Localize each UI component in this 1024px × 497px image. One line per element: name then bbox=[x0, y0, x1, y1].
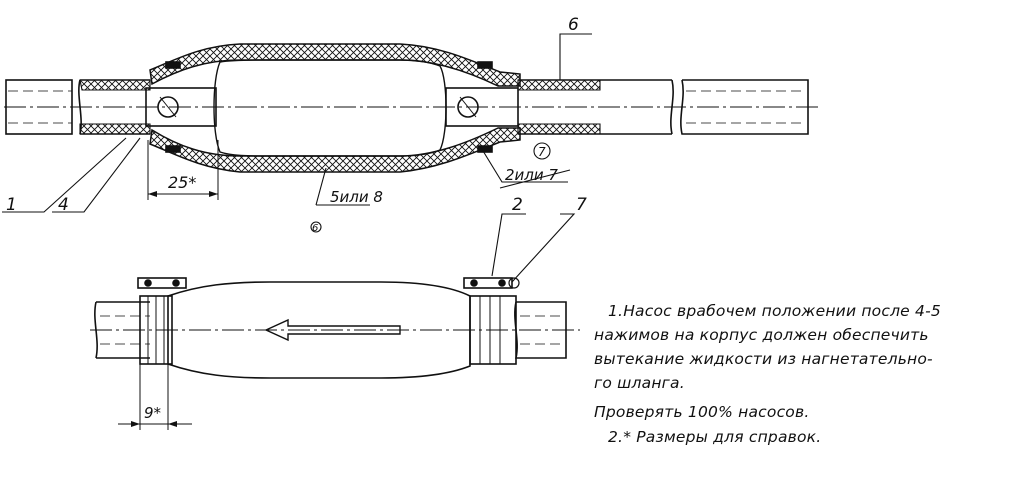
callout-5-or-8: 5или 8 bbox=[330, 188, 383, 206]
clamp-left-top bbox=[165, 61, 181, 69]
callout-4: 4 bbox=[58, 195, 69, 215]
callout-2-or-7: 2или 7 bbox=[505, 166, 558, 184]
external-view bbox=[90, 213, 580, 430]
circle-7 bbox=[533, 142, 551, 160]
leader-4 bbox=[52, 137, 141, 213]
clamp-right-bottom bbox=[477, 145, 493, 153]
note-line-2: нажимов на корпус должен обеспечить bbox=[594, 326, 929, 344]
leader-1 bbox=[2, 137, 127, 213]
callout-7: 7 bbox=[576, 195, 587, 215]
callout-7-circle: 7 bbox=[538, 145, 546, 159]
leader-7 bbox=[511, 213, 576, 283]
note-line-3: вытекание жидкости из нагнетательно- bbox=[594, 350, 933, 368]
callout-6: 6 bbox=[568, 15, 579, 35]
leader-2 bbox=[491, 213, 526, 277]
note-line-4: го шланга. bbox=[594, 374, 685, 392]
bulb-lower-wall bbox=[149, 127, 521, 173]
callout-1: 1 bbox=[6, 195, 17, 215]
callout-6-circle: 6 bbox=[312, 223, 318, 234]
leader-6 bbox=[559, 33, 592, 80]
leader-5-8 bbox=[315, 167, 370, 206]
dimension-25: 25* bbox=[168, 173, 196, 192]
note-line-5: Проверять 100% насосов. bbox=[594, 403, 810, 421]
callout-2: 2 bbox=[512, 195, 523, 215]
section-view bbox=[2, 33, 820, 233]
right-clamp-screw bbox=[463, 277, 513, 289]
bulb-outline bbox=[167, 281, 471, 379]
note-line-1: 1.Насос врабочем положении после 4-5 bbox=[608, 302, 941, 320]
right-hose-stub bbox=[680, 79, 809, 135]
circle-6 bbox=[310, 221, 322, 233]
right-tube bbox=[514, 301, 567, 359]
bulb-cavity bbox=[213, 59, 447, 157]
note-line-6: 2.* Размеры для справок. bbox=[608, 428, 822, 446]
dimension-9: 9* bbox=[144, 404, 162, 422]
clamp-right-top bbox=[477, 61, 493, 69]
leader-2-7 bbox=[479, 145, 568, 183]
left-clamp-screw bbox=[137, 277, 187, 289]
clamp-left-bottom bbox=[165, 145, 181, 153]
bulb-upper-wall bbox=[149, 43, 521, 87]
